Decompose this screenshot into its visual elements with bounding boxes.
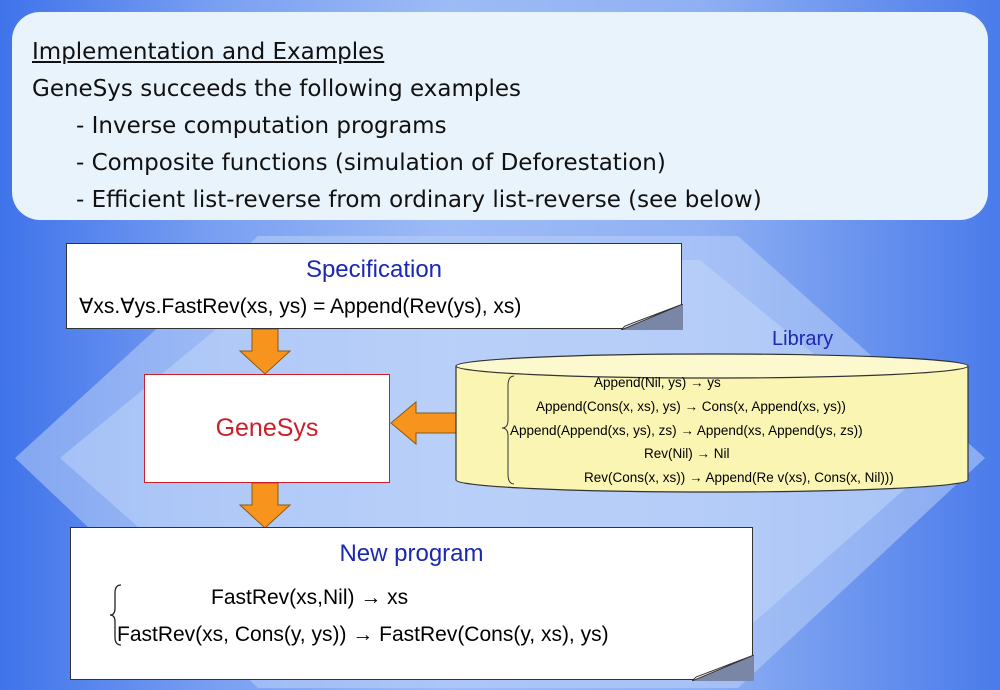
specification-heading: Specification [305,256,443,283]
intro-lead: GeneSys succeeds the following examples [32,76,521,102]
genesys-label: GeneSys [215,414,319,442]
library-rule-3: Append(Append(xs, ys), zs) → Append(xs, … [510,423,863,438]
page-fold-icon [621,304,683,330]
intro-bullet-3: - Efficient list-reverse from ordinary l… [76,187,762,213]
intro-bullet-1: - Inverse computation programs [76,113,447,139]
arrow-down-icon [238,483,292,529]
library-rule-1: Append(Nil, ys) → ys [594,375,721,390]
new-program-heading: New program [339,540,484,567]
new-program-box: New program FastRev(xs,Nil) → xs FastRev… [70,527,754,681]
library-title: Library [772,328,834,350]
library-rule-5: Rev(Cons(x, xs)) → Append(Re v(xs), Cons… [584,470,894,485]
arrow-left-icon [390,400,459,446]
intro-bullet-2: - Composite functions (simulation of Def… [76,150,666,176]
library-cylinder [455,353,969,493]
intro-title: Implementation and Examples [32,39,385,65]
genesys-box: GeneSys [144,374,390,483]
library-rule-2: Append(Cons(x, xs), ys) → Cons(x, Append… [536,399,846,414]
specification-box: Specification ∀xs.∀ys.FastRev(xs, ys) = … [66,243,683,330]
specification-formula: ∀xs.∀ys.FastRev(xs, ys) = Append(Rev(ys)… [79,295,522,318]
brace-icon [109,584,122,646]
new-program-rule-2: FastRev(xs, Cons(y, ys)) → FastRev(Cons(… [117,623,609,646]
new-program-rule-1: FastRev(xs,Nil) → xs [211,586,409,609]
intro-panel: Implementation and Examples GeneSys succ… [12,12,988,220]
library-rule-4: Rev(Nil) → Nil [644,446,730,461]
arrow-down-icon [238,329,292,375]
page-fold-icon [692,655,754,681]
